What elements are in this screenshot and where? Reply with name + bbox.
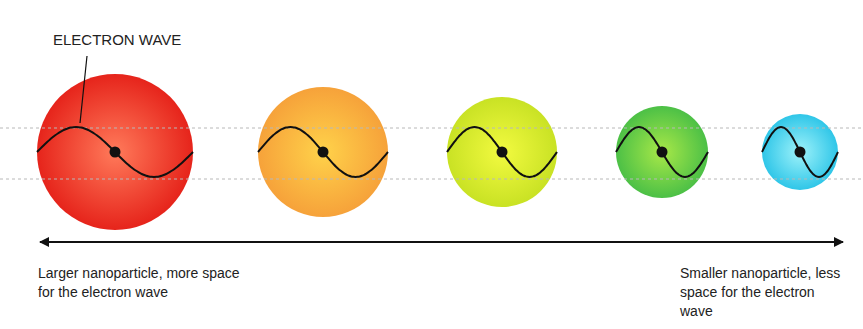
- electron-dot: [657, 147, 668, 158]
- electron-wave: [447, 127, 557, 177]
- callout-label: ELECTRON WAVE: [53, 30, 213, 50]
- guide-line: [0, 179, 863, 180]
- electron-wave: [616, 127, 708, 177]
- guide-line: [0, 128, 863, 129]
- nanoparticle-red: [37, 74, 193, 230]
- electron-dot: [318, 147, 329, 158]
- size-arrow: [40, 241, 843, 243]
- electron-wave: [762, 127, 838, 177]
- electron-dot: [110, 147, 121, 158]
- nanoparticle-green: [616, 106, 708, 198]
- nanoparticle-yellow: [447, 97, 557, 207]
- electron-wave: [258, 127, 388, 177]
- nanoparticles: [37, 74, 838, 230]
- electron-dot: [497, 147, 508, 158]
- scale-caption: Smaller nanoparticle, less space for the…: [680, 264, 848, 321]
- nanoparticle-orange: [258, 87, 388, 217]
- electron-wave: [37, 127, 193, 177]
- scale-caption: Larger nanoparticle, more space for the …: [38, 264, 243, 302]
- electron-dot: [795, 147, 806, 158]
- leader-line: [80, 56, 87, 123]
- electron-waves: [37, 127, 838, 177]
